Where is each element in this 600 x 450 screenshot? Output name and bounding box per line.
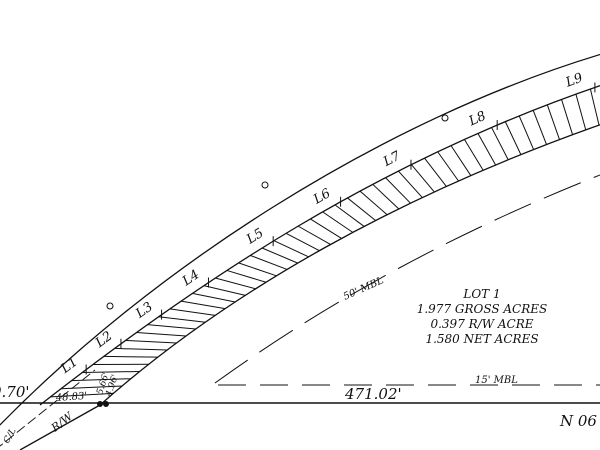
easement-hatch	[372, 183, 400, 210]
lot-gross: 1.977 GROSS ACRES	[417, 302, 548, 316]
easement-hatch	[410, 164, 435, 193]
centerline	[0, 369, 96, 447]
monument-icon	[441, 114, 449, 122]
row-line-outer	[0, 53, 600, 426]
easement-hatch	[285, 232, 320, 252]
easement-hatch	[50, 392, 114, 398]
lot-net: 1.580 NET ACRES	[425, 332, 538, 346]
rw-line-lower	[19, 404, 101, 450]
easement-hatch	[589, 88, 600, 126]
mbl-50-label: 50' MBL	[342, 275, 386, 303]
easement-hatch	[82, 370, 140, 374]
mbl-50-line	[214, 174, 600, 384]
easement-hatch	[273, 240, 309, 258]
easement-hatch	[261, 247, 298, 264]
easement-hatch	[561, 99, 574, 135]
segment-label: L6	[310, 186, 333, 208]
easement-hatch	[532, 110, 547, 145]
easement-hatch	[424, 157, 447, 187]
easement-hatch	[169, 308, 216, 316]
monument-icon	[261, 181, 269, 189]
distance-west: 9.70'	[0, 383, 30, 401]
easement-hatch	[359, 190, 388, 216]
easement-hatch	[250, 254, 288, 270]
segment-label: L4	[179, 267, 202, 289]
easement-hatch	[203, 285, 246, 296]
easement-hatch	[546, 104, 560, 140]
easement-line	[99, 124, 600, 406]
easement-hatch	[322, 211, 354, 233]
distance-south: 471.02'	[344, 385, 402, 403]
easement-hatch	[575, 94, 587, 131]
easement-hatch	[504, 121, 522, 155]
segment-label: L5	[243, 226, 266, 248]
easement-hatch	[238, 262, 277, 277]
easement-hatch	[310, 218, 342, 239]
lot-title: LOT 1	[462, 287, 500, 301]
segment-label: L2	[92, 329, 115, 352]
easement-hatch	[463, 139, 484, 171]
easement-hatch	[103, 355, 158, 358]
monument-icon	[106, 302, 114, 310]
easement-hatch	[347, 197, 376, 221]
easement-hatch	[125, 339, 177, 344]
easement-hatch	[518, 115, 535, 150]
easement-hatch	[334, 204, 365, 227]
easement-hatch	[450, 145, 472, 176]
easement-hatch	[491, 127, 509, 160]
point-icon	[97, 401, 103, 407]
easement-hatch	[398, 170, 423, 198]
lot-rw: 0.397 R/W ACRE	[430, 317, 533, 331]
easement-hatch	[215, 277, 256, 290]
cl-label: C/L	[2, 427, 19, 446]
segment-label: L9	[563, 71, 585, 91]
distance-short: 48.83'	[54, 391, 87, 404]
easement-hatch	[180, 300, 226, 310]
easement-hatch	[437, 151, 459, 182]
bearing-label: N 06	[559, 412, 597, 430]
easement-hatch	[192, 292, 236, 303]
mbl-15-label: 15' MBL	[475, 375, 518, 386]
easement-hatch	[60, 385, 123, 390]
point-icon	[103, 401, 109, 407]
easement-hatch	[385, 177, 411, 204]
segment-label: L1	[58, 355, 81, 378]
easement-hatch	[477, 133, 497, 166]
easement-hatch	[114, 347, 168, 351]
easement-hatch	[136, 331, 187, 337]
easement-hatch	[226, 269, 267, 283]
segment-label: L8	[466, 109, 488, 130]
easement-hatch	[147, 324, 196, 330]
segment-label: L7	[380, 148, 403, 170]
easement-hatch	[297, 225, 331, 245]
rw-label: R/W	[48, 409, 76, 435]
easement-hatch	[71, 378, 131, 382]
easement-hatch	[158, 316, 206, 323]
